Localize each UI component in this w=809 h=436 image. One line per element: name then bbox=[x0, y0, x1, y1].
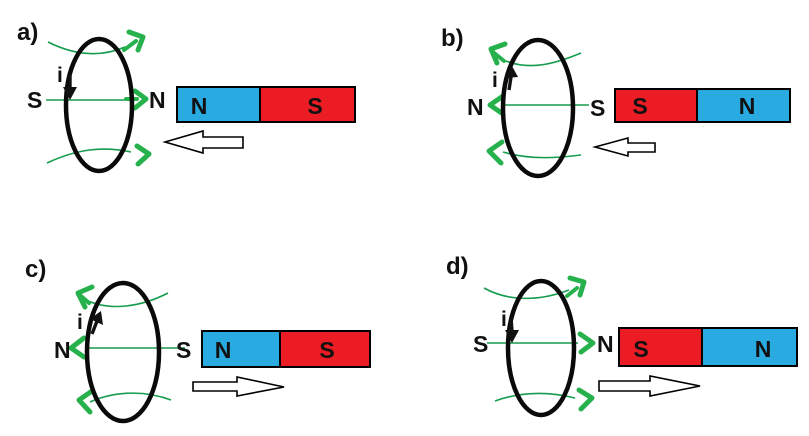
panel-label: d) bbox=[446, 253, 469, 280]
field-arrow-top-icon bbox=[126, 29, 146, 53]
magnet-pole-label-left: N bbox=[191, 93, 208, 119]
magnet-motion-left-arrow-icon bbox=[162, 129, 244, 155]
induced-current-label: i bbox=[492, 69, 498, 92]
magnet-pole-right bbox=[696, 88, 791, 123]
panel-d: d) i S N S N bbox=[446, 253, 798, 418]
magnet-pole-label-left: S bbox=[632, 93, 647, 119]
magnet-pole-left bbox=[201, 330, 281, 368]
field-line-top bbox=[85, 292, 169, 308]
magnet-motion-left-arrow-icon bbox=[591, 136, 656, 158]
field-arrow-top-icon bbox=[488, 41, 508, 66]
loop-pole-label-right: S bbox=[176, 337, 191, 363]
bar-magnet: S N bbox=[618, 327, 798, 367]
panel-label: c) bbox=[25, 256, 46, 283]
field-arrow-bottom-icon bbox=[486, 139, 505, 166]
panel-b: b) i N S S N bbox=[441, 25, 791, 179]
magnet-pole-right bbox=[259, 86, 356, 123]
magnet-pole-label-right: S bbox=[307, 93, 322, 119]
loop-pole-label-left: N bbox=[467, 94, 484, 120]
current-arrow-down-icon bbox=[63, 87, 77, 100]
bar-magnet: S N bbox=[614, 88, 791, 123]
magnet-pole-right bbox=[701, 327, 798, 367]
current-arrow-stem bbox=[509, 317, 514, 332]
loop-pole-label-left: S bbox=[27, 87, 42, 113]
field-arrow-bottom-icon bbox=[576, 387, 595, 412]
induced-current-label: i bbox=[57, 64, 63, 87]
induced-current-label: i bbox=[501, 308, 507, 331]
magnet-pole-left bbox=[176, 86, 261, 123]
current-arrow-up-icon bbox=[90, 311, 103, 325]
magnet-pole-label-right: N bbox=[739, 93, 756, 119]
panel-a: a) i S N N S bbox=[17, 19, 356, 174]
loop-pole-label-right: N bbox=[597, 331, 614, 357]
current-arrow-up-icon bbox=[504, 66, 518, 78]
magnet-motion-right-arrow-icon bbox=[598, 375, 701, 397]
magnet-pole-label-right: N bbox=[755, 336, 772, 362]
field-line-bottom bbox=[494, 392, 576, 402]
induced-current-label: i bbox=[77, 311, 83, 334]
field-line-bottom bbox=[89, 392, 172, 403]
magnet-pole-label-right: S bbox=[319, 337, 334, 363]
magnet-pole-left bbox=[618, 327, 703, 367]
current-arrow-stem bbox=[507, 76, 513, 91]
loop-pole-label-right: N bbox=[149, 87, 166, 113]
field-arrow-middle-icon bbox=[487, 93, 506, 117]
panel-label: a) bbox=[17, 19, 38, 46]
field-arrow-top-icon bbox=[75, 284, 95, 310]
bar-magnet: N S bbox=[176, 86, 356, 123]
magnet-pole-right bbox=[279, 330, 371, 368]
magnet-pole-left bbox=[614, 88, 698, 123]
panel-c: c) i N S N S bbox=[25, 256, 371, 424]
field-arrow-bottom-icon bbox=[134, 143, 152, 167]
magnet-motion-right-arrow-icon bbox=[192, 376, 285, 397]
bar-magnet: N S bbox=[201, 330, 371, 368]
coil-loop bbox=[505, 278, 577, 418]
loop-pole-label-left: N bbox=[54, 337, 71, 363]
magnet-pole-label-left: S bbox=[633, 336, 648, 362]
panel-label: b) bbox=[441, 25, 464, 52]
field-arrow-middle-icon bbox=[577, 331, 596, 355]
loop-pole-label-right: S bbox=[590, 95, 605, 121]
coil-loop bbox=[84, 280, 162, 424]
field-arrow-middle-icon bbox=[132, 88, 149, 111]
field-arrow-middle-icon bbox=[68, 335, 87, 360]
field-arrow-top-stem bbox=[565, 286, 579, 298]
coil-loop bbox=[500, 37, 576, 179]
coil-loop bbox=[63, 36, 135, 174]
field-arrow-top-icon bbox=[567, 275, 587, 298]
loop-pole-label-left: S bbox=[473, 331, 488, 357]
current-arrow-stem bbox=[90, 320, 99, 335]
field-arrow-top-stem bbox=[122, 39, 138, 52]
current-arrow-down-icon bbox=[505, 330, 519, 343]
field-arrow-bottom-icon bbox=[76, 388, 95, 415]
magnet-pole-label-left: N bbox=[215, 337, 232, 363]
